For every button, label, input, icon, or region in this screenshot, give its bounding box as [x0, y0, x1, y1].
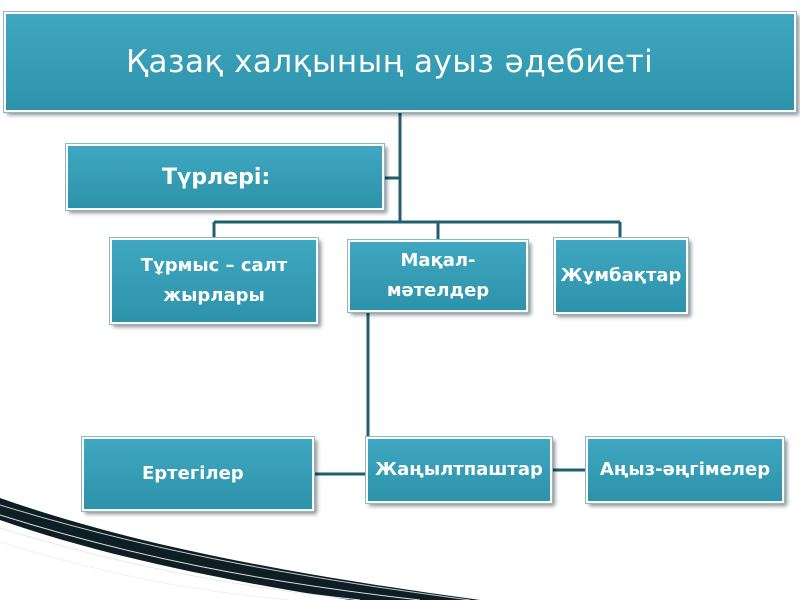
node-label: Аңыз-әңгімелер	[599, 459, 771, 480]
node-zhumbaktar: Жұмбақтар	[554, 238, 688, 314]
node-zhanyltpashtar: Жаңылтпаштар	[366, 437, 552, 503]
node-ertegiler: Ертегілер	[82, 437, 314, 511]
node-label: Тұрмыс – салт жырлары	[140, 255, 288, 306]
diagram-title-box: Қазақ халқының ауыз әдебиеті	[4, 12, 796, 112]
types-label-box: Түрлері:	[66, 144, 384, 210]
diagram-title: Қазақ халқының ауыз әдебиеті	[126, 44, 654, 80]
node-makal-matelder: Мақал-мәтелдер	[348, 240, 528, 312]
types-label: Түрлері:	[162, 164, 271, 190]
node-anyz-angimeler: Аңыз-әңгімелер	[586, 437, 784, 503]
node-turmys-salt: Тұрмыс – салт жырлары	[110, 238, 318, 324]
node-label: Ертегілер	[142, 463, 244, 484]
node-label: Мақал-мәтелдер	[386, 250, 490, 301]
node-label: Жұмбақтар	[560, 265, 682, 286]
node-label: Жаңылтпаштар	[375, 459, 543, 480]
